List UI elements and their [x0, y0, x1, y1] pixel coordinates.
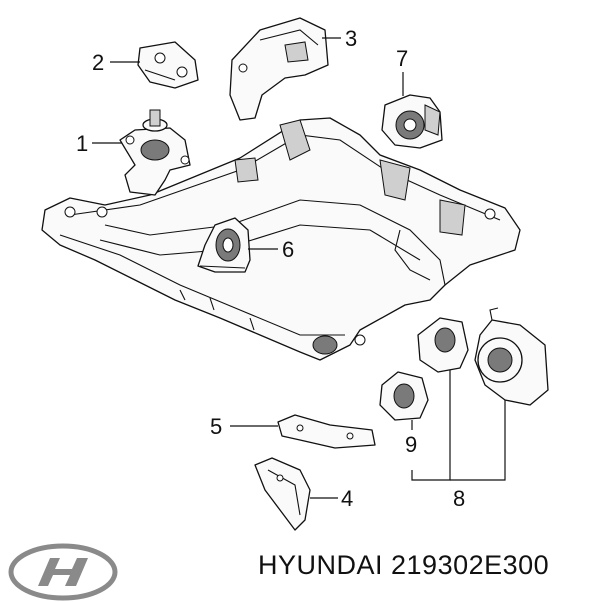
part-8-mount-left — [417, 317, 469, 373]
leader-lines — [92, 37, 506, 499]
part-5-plate — [277, 414, 376, 449]
callout-8: 8 — [453, 486, 465, 511]
part-4-bracket — [254, 457, 311, 531]
part-8-mount-right — [474, 307, 549, 406]
callout-1: 1 — [76, 131, 88, 156]
callout-2: 2 — [92, 50, 104, 75]
hyundai-logo-icon — [8, 543, 118, 601]
callout-9: 9 — [405, 432, 417, 457]
footer: HYUNDAI 219302E300 — [0, 530, 600, 601]
part-6-mount — [197, 217, 251, 273]
callout-3: 3 — [345, 26, 357, 51]
subframe — [41, 117, 521, 361]
part-7-mount — [381, 94, 443, 149]
callout-7: 7 — [396, 46, 408, 71]
part-2-bracket — [137, 41, 199, 89]
part-1-engine-mount — [119, 109, 191, 196]
callouts: 1 2 3 7 6 5 4 9 8 — [76, 26, 465, 511]
part-number-label: HYUNDAI 219302E300 — [258, 550, 550, 580]
callout-4: 4 — [341, 486, 353, 511]
callout-6: 6 — [282, 237, 294, 262]
callout-5: 5 — [210, 414, 222, 439]
part-3-bracket — [229, 17, 329, 121]
part-9-bushing — [379, 371, 429, 421]
